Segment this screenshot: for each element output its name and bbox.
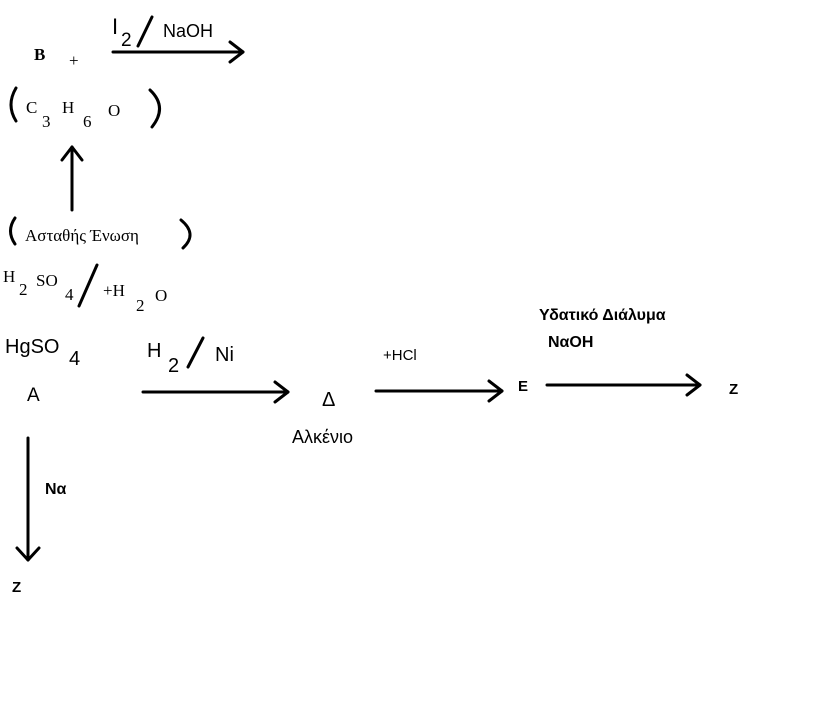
down-arrow-head: [15, 546, 41, 562]
formula-h: H: [62, 98, 75, 117]
aqueous-naoh-label: NαOH: [548, 334, 594, 351]
slash-h2-ni: [186, 336, 205, 369]
catalyst-hgso-subscript: 4: [69, 348, 81, 370]
formula-c-subscript: 3: [42, 112, 51, 131]
formula-o: O: [108, 101, 121, 120]
bracket-left-unstable: [9, 216, 17, 246]
alkene-label: Αλκένιο: [292, 427, 354, 447]
reagent-so-subscript: 4: [65, 285, 74, 304]
formula-h-subscript: 6: [83, 112, 92, 131]
bracket-right-c3h6o: [148, 88, 161, 129]
reagent-water-o: O: [155, 286, 168, 305]
reagent-iodine: I: [112, 14, 119, 39]
bracket-right-unstable: [179, 218, 192, 250]
unstable-compound-label: Ασταθής Ένωση: [25, 226, 139, 245]
compound-z-right: Z: [729, 381, 739, 398]
up-arrow-head: [60, 145, 84, 162]
compound-a: A: [27, 385, 40, 406]
bracket-left-c3h6o: [9, 86, 18, 123]
hydrogenation-h: H: [147, 340, 162, 362]
arrow-e-z-head: [685, 373, 702, 397]
hydrogenation-ni: Ni: [215, 344, 234, 366]
slash-i2-naoh: [136, 15, 154, 48]
reagent-hcl: +HCl: [383, 347, 417, 364]
arrow-a-d-head: [273, 380, 290, 404]
reagent-h-subscript: 2: [19, 280, 28, 299]
slash-h2so4-h2o: [77, 263, 99, 308]
aqueous-solution-label: Υδατικό Διάλυμα: [539, 307, 666, 324]
catalyst-hgso: HgSO: [5, 336, 60, 358]
reagent-plus-h: +H: [103, 281, 125, 300]
plus-sign: +: [69, 51, 79, 70]
compound-e: E: [518, 378, 529, 395]
arrow-d-e-head: [487, 379, 504, 403]
top-arrow-head: [228, 40, 245, 64]
reagent-naoh: NaOH: [163, 21, 214, 41]
compound-b: B: [34, 45, 46, 64]
compound-d: Δ: [322, 389, 336, 411]
hydrogenation-h-subscript: 2: [168, 355, 180, 377]
reagent-plus-h-subscript: 2: [136, 296, 145, 315]
reagent-h: H: [3, 267, 16, 286]
formula-c: C: [26, 98, 38, 117]
reagent-so: SO: [36, 271, 58, 290]
compound-z-bottom: Z: [12, 579, 22, 596]
reagent-sodium: Nα: [45, 481, 67, 498]
reagent-iodine-subscript: 2: [121, 30, 132, 51]
